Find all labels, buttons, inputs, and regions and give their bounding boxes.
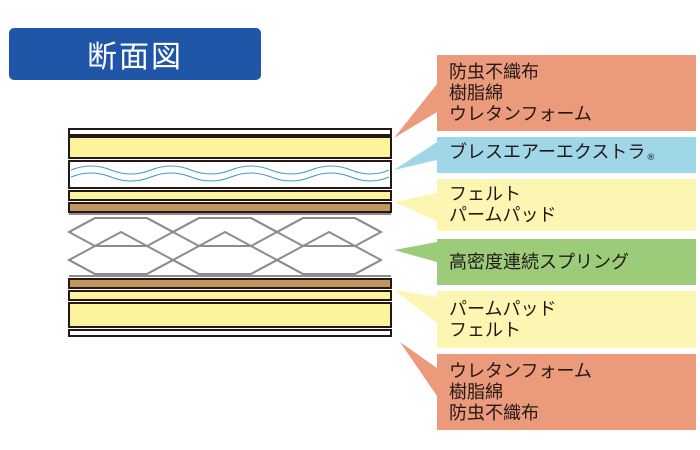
layer-bottom-urethane — [68, 302, 392, 328]
breath-air-wave-2 — [70, 172, 390, 182]
page-title: 断面図 — [87, 40, 183, 75]
spring-row-2 — [94, 230, 356, 247]
label-line: パームパッド — [449, 298, 557, 320]
title-badge: 断面図 — [9, 28, 261, 80]
breath-air-wave-1 — [70, 165, 390, 175]
label-line: 樹脂綿 — [449, 82, 503, 104]
label-breath-air: ブレスエアーエクストラ® — [437, 137, 696, 173]
layer-bottom-felt — [68, 290, 392, 301]
layer-bottom-nonwoven — [68, 329, 392, 337]
label-line: 樹脂綿 — [449, 381, 503, 403]
pointer-palm-felt-bottom — [394, 290, 437, 323]
registered-mark: ® — [646, 152, 656, 163]
label-felt-palm-top: フェルトパームパッド — [437, 179, 696, 231]
label-line: 防虫不織布 — [449, 61, 539, 83]
label-bottom-urethane: ウレタンフォーム樹脂綿防虫不織布 — [437, 354, 696, 430]
layer-top-urethane — [68, 136, 392, 159]
layer-top-nonwoven — [68, 128, 392, 136]
layer-top-felt — [68, 190, 392, 201]
spring-row-3 — [66, 245, 384, 275]
pointer-bottom-urethane — [400, 342, 437, 396]
pointer-top-urethane — [394, 84, 437, 138]
label-line: パームパッド — [449, 205, 557, 226]
label-line: フェルト — [449, 184, 521, 205]
label-line: ウレタンフォーム — [449, 103, 592, 125]
pointer-spring — [394, 242, 437, 262]
pointer-felt-palm-top — [394, 193, 437, 221]
label-spring: 高密度連続スプリング — [437, 239, 696, 285]
pointer-breath-air — [394, 142, 437, 170]
label-line: 防虫不織布 — [449, 402, 539, 424]
spring-unit — [66, 213, 391, 277]
label-line: 高密度連続スプリング — [449, 251, 629, 273]
label-line: ブレスエアーエクストラ® — [449, 141, 656, 163]
label-line: フェルト — [449, 319, 521, 341]
label-line: ウレタンフォーム — [449, 360, 592, 382]
layer-bottom-palm — [68, 278, 392, 289]
label-palm-felt-bottom: パームパッドフェルト — [437, 291, 696, 348]
layer-breath-air — [68, 160, 392, 189]
spring-zig — [68, 217, 382, 275]
layer-top-palm — [68, 202, 392, 213]
label-top-urethane: 防虫不織布樹脂綿ウレタンフォーム — [437, 55, 696, 131]
